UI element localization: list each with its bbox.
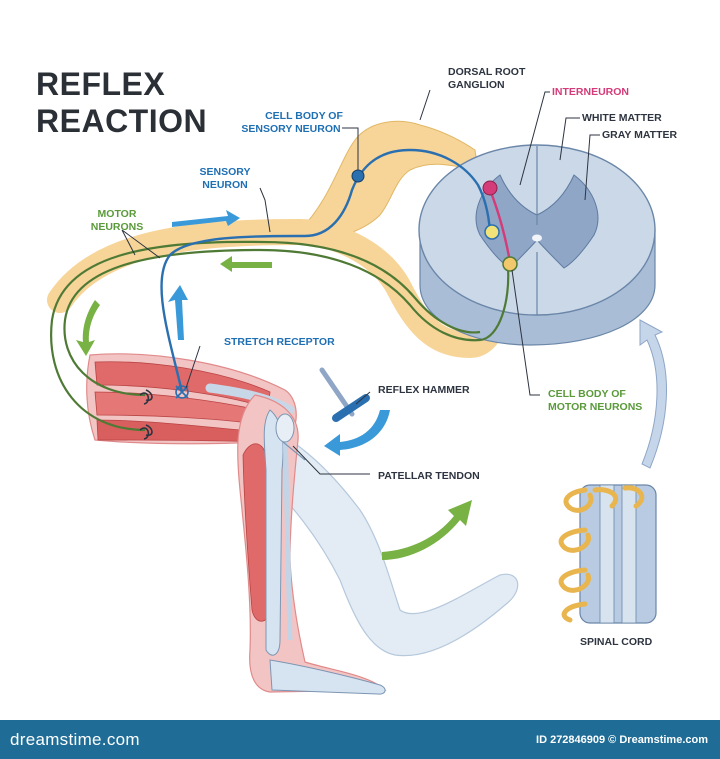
label-sensory-neuron-1: SENSORY <box>199 166 251 178</box>
spinal-cord-section <box>418 144 656 346</box>
footer-bar: dreamstime.com ID 272846909 © Dreamstime… <box>0 720 720 759</box>
sensory-cell-body <box>351 169 365 183</box>
label-reflex-hammer: REFLEX HAMMER <box>378 384 470 396</box>
label-sensory-neuron-2: NEURON <box>202 179 248 191</box>
motor-neuron-path-1 <box>63 248 510 397</box>
sensory-neuron-path <box>160 148 492 393</box>
ghost-leg <box>244 419 519 657</box>
label-patellar-tendon: PATELLAR TENDON <box>378 470 480 482</box>
leader-lines <box>121 89 600 475</box>
cord-to-section-arrow <box>639 319 667 469</box>
label-dorsal-root-ganglion-2: GANGLION <box>448 79 505 91</box>
motor-down-arrow <box>76 300 100 356</box>
leg-kick-arrow <box>382 500 472 560</box>
spinal-cord-column <box>558 484 657 624</box>
label-stretch-receptor: STRETCH RECEPTOR <box>224 336 335 348</box>
label-spinal-cord: SPINAL CORD <box>580 636 653 648</box>
interneuron-path <box>488 189 512 263</box>
hammer-swing-arrow <box>324 410 390 456</box>
synapse-node <box>484 224 500 240</box>
label-cell-body-sensory-2: SENSORY NEURON <box>241 123 341 135</box>
diagram-title-line1: REFLEX <box>36 66 166 102</box>
lower-leg <box>237 394 387 695</box>
label-white-matter: WHITE MATTER <box>582 112 662 124</box>
reflex-hammer-icon <box>319 367 370 422</box>
motor-cell-body <box>502 256 518 272</box>
label-cell-body-sensory-1: CELL BODY OF <box>265 110 343 122</box>
label-motor-neurons-1: MOTOR <box>97 208 137 220</box>
diagram-canvas: REFLEX REACTION DORSAL ROOT GANGLION INT… <box>36 66 678 695</box>
motor-end-plate-2 <box>139 424 153 440</box>
interneuron-node <box>482 180 498 196</box>
sensory-up-arrow <box>168 285 188 340</box>
label-gray-matter: GRAY MATTER <box>602 129 678 141</box>
label-interneuron: INTERNEURON <box>552 86 630 98</box>
footer-credit: ID 272846909 © Dreamstime.com <box>536 734 708 746</box>
label-motor-neurons-2: NEURONS <box>90 221 144 233</box>
motor-end-plate-1 <box>139 389 153 405</box>
motor-neuron-path-2 <box>50 240 481 432</box>
sensory-direction-arrow <box>172 210 240 227</box>
diagram-title-line2: REACTION <box>36 103 208 139</box>
thigh-muscle <box>86 353 297 445</box>
label-cell-body-motor-1: CELL BODY OF <box>548 388 626 400</box>
reflex-diagram <box>47 89 667 695</box>
label-cell-body-motor-2: MOTOR NEURONS <box>548 401 643 413</box>
footer-logo[interactable]: dreamstime.com <box>10 730 140 749</box>
label-dorsal-root-ganglion-1: DORSAL ROOT <box>448 66 526 78</box>
motor-direction-arrow <box>220 256 272 272</box>
